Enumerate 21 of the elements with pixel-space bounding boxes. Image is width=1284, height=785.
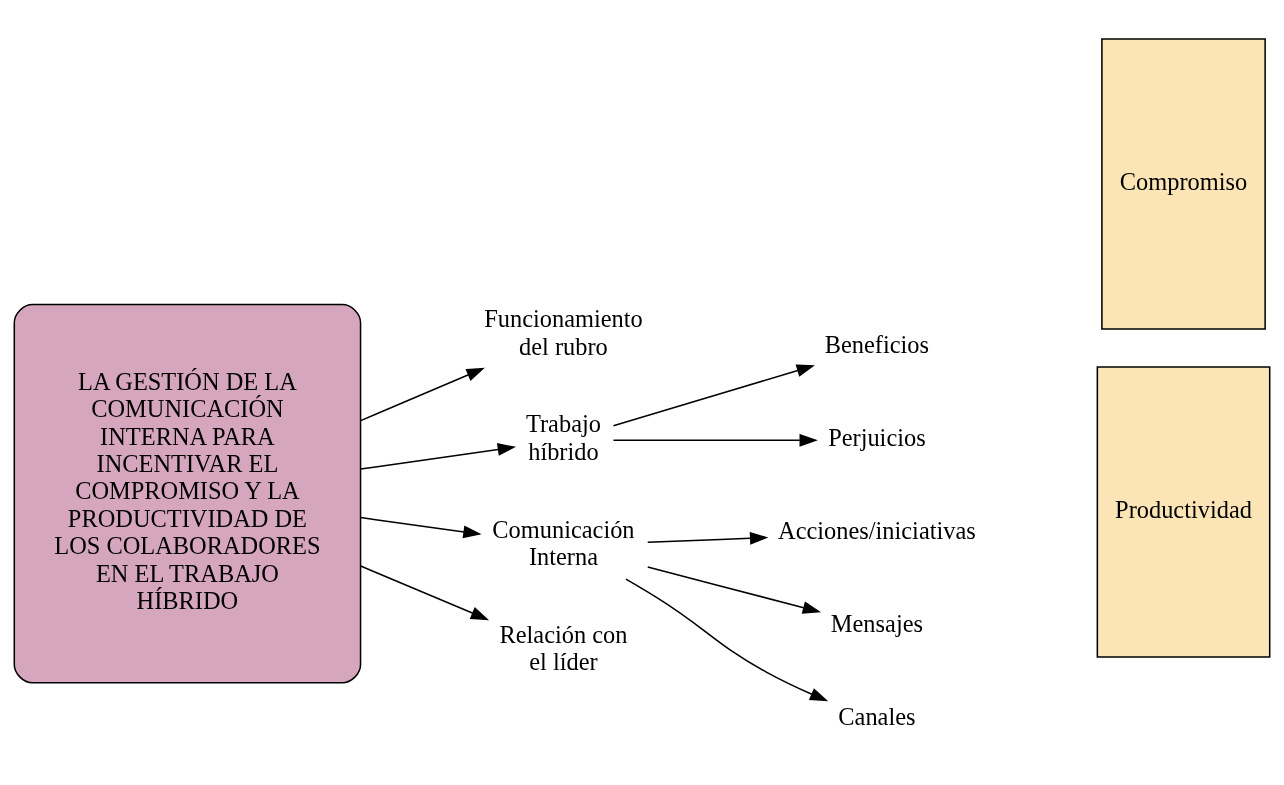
arrow	[647, 531, 769, 545]
node-box: LA GESTIÓN DE LA COMUNICACIÓN INTERNA PARA INCENTIVAR EL COMPROMISO Y LA PRODUCTIVIDAD DE LOS COLABORADORES EN EL TRABAJO HÍBRIDO	[13, 303, 362, 684]
node-box: Productividad	[1096, 365, 1271, 658]
node-text: Comunicación Interna	[492, 515, 635, 570]
node-text: Funcionamiento del rubro	[484, 304, 643, 360]
node-text: Relación con el líder	[499, 620, 628, 675]
arrow	[612, 363, 815, 426]
arrow	[359, 564, 490, 620]
node-text: Acciones/iniciativas	[778, 516, 976, 544]
node-text: Perjuicios	[828, 423, 926, 451]
arrow	[359, 367, 485, 421]
node-text: Canales	[838, 702, 916, 730]
arrow	[359, 516, 482, 538]
arrow	[612, 433, 818, 447]
node-text: Mensajes	[830, 609, 923, 637]
node-box: Compromiso	[1101, 37, 1266, 330]
node-text: Trabajo híbrido	[525, 409, 601, 465]
arrow	[359, 442, 516, 470]
node-text: Beneficios	[824, 330, 930, 358]
arrow	[647, 565, 822, 614]
arrow	[625, 577, 829, 701]
